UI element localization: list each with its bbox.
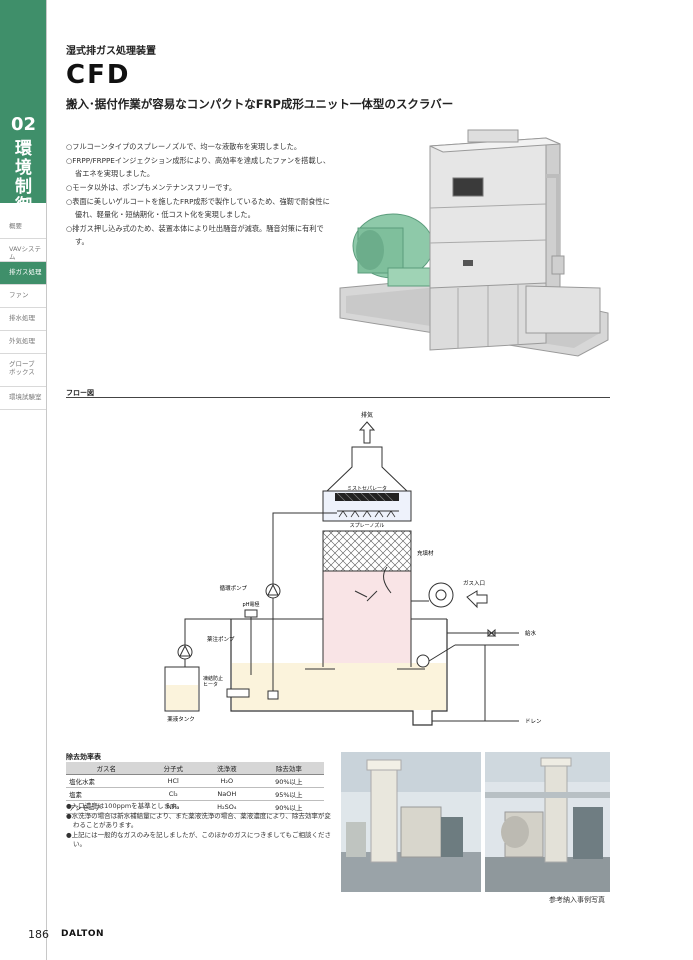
table-header: ガス名 [66, 762, 147, 775]
sidebar-item-test-room[interactable]: 環境試験室 [0, 387, 47, 410]
product-tagline: 搬入･据付作業が容易なコンパクトなFRP成形ユニット一体型のスクラバー [66, 97, 454, 111]
table-row: 塩素 Cl₂ NaOH 95%以上 [66, 787, 324, 801]
sidebar-item-outdoor-air[interactable]: 外気処理 [0, 331, 47, 354]
fan [428, 582, 454, 608]
label-gas-inlet: ガス入口 [463, 579, 485, 587]
antifreeze-heater [226, 688, 250, 698]
sidebar-item-fan[interactable]: ファン [0, 285, 47, 308]
page-number: 186 [28, 928, 49, 941]
label-mist-separator: ミストセパレータ [347, 485, 387, 492]
sidebar-item-overview[interactable]: 概要 [0, 216, 47, 239]
sidebar-nav: 概要 VAVシステム 排ガス処理 ファン 排水処理 外気処理 グローブ ボックス… [0, 216, 47, 410]
sidebar: 02 環 境 制 御 概要 VAVシステム 排ガス処理 ファン 排水処理 外気処… [0, 0, 47, 960]
label-circulation-pump: 循環ポンプ [220, 584, 248, 592]
label-dosing-pump: 薬注ポンプ [207, 635, 235, 643]
mist-separator [335, 493, 399, 501]
product-title: CFD [66, 60, 131, 90]
feature-item: ○モータ以外は、ポンプもメンテナンスフリーです。 [66, 183, 237, 192]
sidebar-divider [46, 0, 47, 960]
sidebar-item-glove-box[interactable]: グローブ ボックス [0, 354, 47, 387]
feature-list: ○フルコーンタイプのスプレーノズルで、均一な液散布を実現しました。 ○FRPP/… [66, 140, 336, 249]
product-subtitle: 湿式排ガス処理装置 [66, 46, 156, 57]
feature-item: ○FRPP/FRPPEインジェクション成形により、高効率を達成したファンを搭載し… [66, 156, 331, 178]
label-packing: 充填材 [417, 549, 434, 557]
chapter-number: 02 [10, 114, 37, 135]
table-header: 分子式 [146, 762, 201, 775]
installation-photo-2 [485, 752, 610, 892]
sidebar-item-wastewater[interactable]: 排水処理 [0, 308, 47, 331]
feature-item: ○排ガス押し込み式のため、装置本体により吐出騒音が減衰。騒音対策に有利です。 [66, 224, 324, 246]
brand-logo: DALTON [61, 929, 105, 939]
efficiency-table: ガス名 分子式 洗浄液 除去効率 塩化水素 HCl H₂O 90%以上 塩素 C… [66, 762, 324, 814]
table-row: 塩化水素 HCl H₂O 90%以上 [66, 774, 324, 788]
label-antifreeze-heater: 凍結防止ヒータ [203, 675, 223, 688]
note-item: ●入口濃度は100ppmを基準とします。 [66, 802, 183, 810]
sidebar-item-exhaust-gas[interactable]: 排ガス処理 [0, 262, 47, 285]
flow-section-rule [66, 397, 610, 398]
label-ph-meter: pH電極 [243, 601, 260, 608]
product-photo [339, 129, 609, 357]
flow-diagram: 排気 ミストセパレータ スプレーノズル 充填材 循環ポンプ pH電極 薬注ポン [164, 411, 542, 726]
table-header: 除去効率 [253, 762, 324, 775]
sidebar-item-vav[interactable]: VAVシステム [0, 239, 47, 262]
chapter-title: 環 境 制 御 [15, 139, 32, 216]
label-drain: ドレン [525, 719, 542, 725]
label-chemical-tank: 薬液タンク [167, 715, 195, 723]
efficiency-notes: ●入口濃度は100ppmを基準とします。 ●水洗浄の場合は新水補給量により、また… [66, 802, 334, 850]
table-header: 洗浄液 [200, 762, 254, 775]
ph-meter [244, 609, 258, 618]
flow-section-label: フロー図 [66, 389, 94, 397]
label-water-supply: 給水 [525, 629, 537, 637]
gas-inlet-arrow [466, 590, 488, 609]
feature-item: ○表面に美しいゲルコートを施したFRP成形で製作しているため、強靭で耐食性に優れ… [66, 197, 330, 219]
note-item: ●上記には一般的なガスのみを記しましたが、このほかのガスにつきましてもご相談くだ… [66, 830, 332, 849]
installation-photo-1 [341, 752, 481, 892]
feature-item: ○フルコーンタイプのスプレーノズルで、均一な液散布を実現しました。 [66, 142, 302, 151]
table-row: アンモニア NH₃ H₂SO₄ 90%以上 [66, 800, 324, 814]
photo-caption: 参考納入事例写真 [549, 896, 605, 904]
label-exhaust: 排気 [361, 411, 373, 419]
note-item: ●水洗浄の場合は新水補給量により、また薬液洗浄の場合、薬液濃度により、除去効率が… [66, 811, 331, 830]
sidebar-category-block [0, 0, 47, 203]
exhaust-arrow [358, 421, 376, 444]
efficiency-table-title: 除去効率表 [66, 753, 101, 761]
label-spray-nozzle: スプレーノズル [350, 522, 385, 529]
packing-bed [322, 530, 412, 572]
